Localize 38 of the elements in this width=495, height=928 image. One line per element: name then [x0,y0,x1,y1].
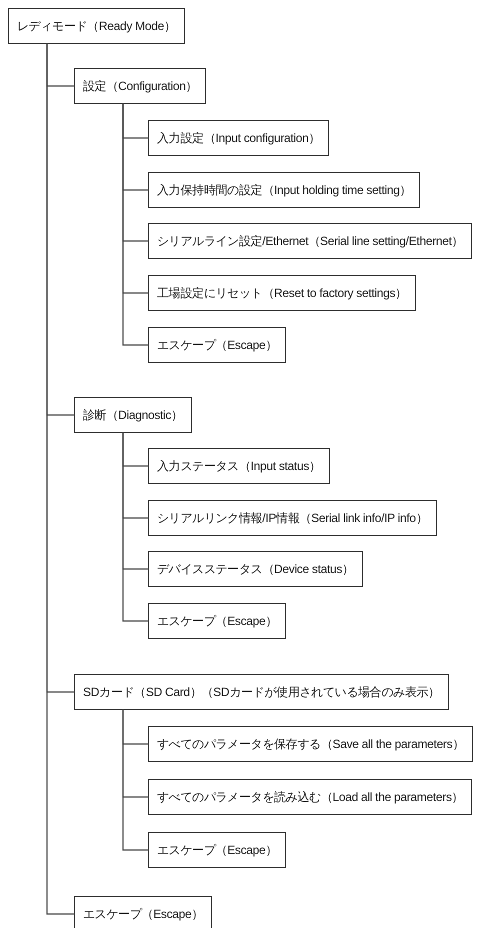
menu-box [148,832,286,868]
menu-label: すべてのパラメータを読み込む（Load all the parameters） [157,789,464,806]
menu-box [148,603,286,639]
menu-label: SDカード（SD Card）（SDカードが使用されている場合のみ表示） [83,684,440,701]
menu-label: 診断（Diagnostic） [83,407,183,424]
menu-label: 入力ステータス（Input status） [157,458,321,475]
menu-label: エスケープ（Escape） [157,337,278,354]
menu-box [148,172,420,208]
menu-box [74,674,449,710]
menu-box [74,896,212,928]
menu-label: 設定（Configuration） [83,78,198,95]
connector-line [122,104,148,346]
menu-label: 入力設定（Input configuration） [157,130,320,147]
menu-box [74,68,206,104]
connector-line [46,44,74,915]
menu-box [148,551,363,587]
menu-box [148,500,437,536]
menu-box [148,448,330,484]
connector-line [122,710,148,851]
menu-label: デバイスステータス（Device status） [157,561,354,578]
menu-label: 入力保持時間の設定（Input holding time setting） [157,182,412,199]
menu-box [148,275,416,311]
menu-box [148,223,472,259]
menu-box [148,726,474,762]
menu-label: シリアルライン設定/Ethernet（Serial line setting/Ethernet） [157,233,464,250]
menu-box [8,8,185,44]
menu-label: すべてのパラメータを保存する（Save all the parameters） [157,736,464,753]
menu-label: レディモード（Ready Mode） [17,18,176,35]
connector-line [122,433,148,622]
menu-box [148,120,330,156]
menu-label: エスケープ（Escape） [83,906,204,923]
menu-label: 工場設定にリセット（Reset to factory settings） [157,285,407,302]
menu-box [148,779,472,815]
menu-label: エスケープ（Escape） [157,613,278,630]
menu-box [148,327,286,363]
menu-label: エスケープ（Escape） [157,842,278,859]
menu-label: シリアルリンク情報/IP情報（Serial link info/IP info） [157,510,428,527]
menu-box [74,397,192,433]
